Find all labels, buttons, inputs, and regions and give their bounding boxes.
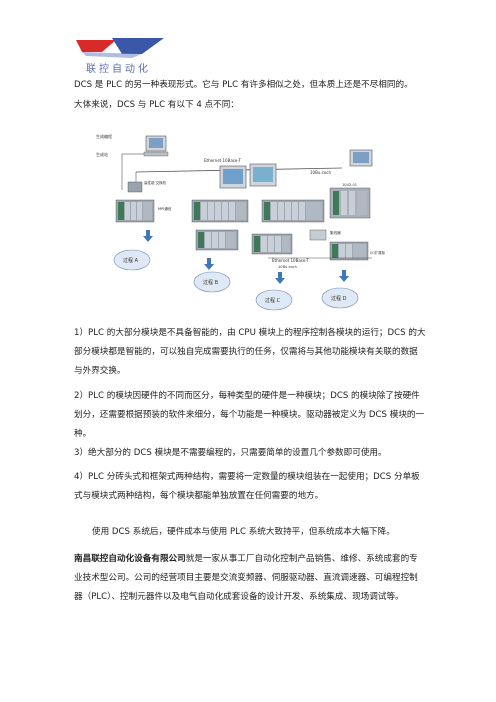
rack-right [261,187,371,223]
svg-text:过程 A: 过程 A [123,257,139,264]
paragraph-point-2: 2）PLC 的模块因硬件的不同而区分，每种类型的硬件是一种模块；DCS 的模块除… [74,391,425,439]
company-logo [76,38,164,58]
rack-center [191,199,249,251]
process-d: 过程 D [321,287,359,309]
paragraph-point-4: 4）PLC 分砖头式和框架式两种结构，需要将一定数量的模块组装在一起使用；DCS… [74,472,420,501]
company-name: 南昌联控自动化设备有限公司 [74,554,186,564]
svg-text:过程 D: 过程 D [331,295,347,302]
computer-icon [143,135,169,157]
paragraph-point-3: 3）绝大部分的 DCS 模块是不需要编程的，只需要简单的设置几个参数即可使用。 [74,448,387,458]
hub-icon [309,229,327,241]
label-mpi: MPI通信 [158,206,172,211]
process-c: 过程 C [255,289,293,311]
label-switch: 高性能 交换机 [144,180,167,185]
company-description: 就是一家从事工厂自动化控制产品销售、维修、系统成套的专业技术型公司。公司的经营项… [74,554,418,602]
label-ethernet-1: Ethernet 10Base-T [204,158,241,163]
paragraph-company: 南昌联控自动化设备有限公司就是一家从事工厂自动化控制产品销售、维修、系统成套的专… [74,550,426,607]
label-workstation: 生成编程 [96,133,112,139]
label-io: I/O扩展柜 [370,250,386,255]
paragraph-conclusion: 使用 DCS 系统后，硬件成本与使用 PLC 系统大致持平，但系统成本大幅下降。 [92,527,395,537]
switch-icon [127,181,143,193]
label-computer: 生成站 [96,151,108,157]
paragraph-summary: 大体来说，DCS 与 PLC 有以下 4 点不同： [74,100,239,110]
rack-left [115,199,155,223]
rack-lower-right [251,233,369,261]
process-b: 过程 B [193,271,231,293]
paragraph-point-1: 1）PLC 的大部分模块是不具备智能的，由 CPU 模块上的程序控制各模块的运行… [74,328,426,376]
label-ethernet-2-sub: 10Bu.coch [278,265,297,269]
process-a: 过程 A [113,249,151,271]
label-hub: 集线器 [330,230,341,235]
svg-text:过程 C: 过程 C [265,297,281,304]
right-computer-icon [349,149,373,167]
process-arrows [143,230,349,284]
center-monitor-icon [219,163,277,189]
svg-text:过程 B: 过程 B [203,279,219,286]
label-coax: 10Bu.coch [310,170,331,175]
label-dev-top: 1042-01 [342,183,357,187]
paragraph-intro: DCS 是 PLC 的另一种表现形式。它与 PLC 有许多相似之处，但本质上还是… [74,80,413,90]
logo-text: 联控自动化 [86,64,151,75]
label-ethernet-2: Ethernet 10Base-T [272,258,309,263]
dcs-plc-network-diagram: 生成编程 生成站 高性能 交换机 Ethernet 10Base-T 10Bu.… [96,133,386,311]
